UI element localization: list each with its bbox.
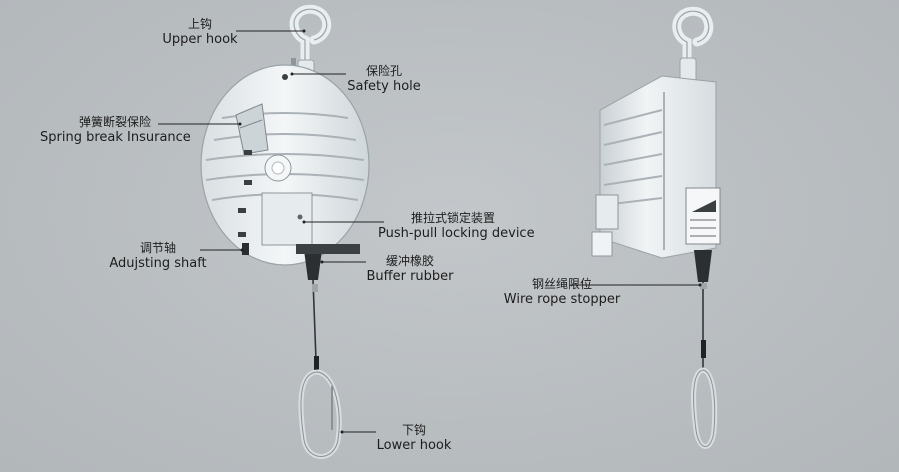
label-upper-hook-cn: 上钩 [187,17,212,31]
wire-rope-front [312,279,317,361]
label-wire-rope-stopper-cn: 钢丝绳限位 [531,277,592,291]
buffer-rubber-side [694,250,712,282]
label-buffer-rubber-en: Buffer rubber [366,269,454,284]
wire-rope-stopper-part [700,283,707,289]
lower-hook-front [298,369,342,459]
front-view-balancer [200,4,370,459]
label-adjusting-shaft-en: Adujsting shaft [109,256,207,271]
spec-plate [685,187,721,245]
label-adjusting-shaft: 调节轴 Adujsting shaft [108,240,208,272]
bolts [238,74,288,237]
buffer-rubber-front [304,250,322,280]
label-spring-break-cn: 弹簧断裂保险 [78,115,151,129]
push-pull-box [261,192,313,246]
lower-hook-side [691,367,718,449]
label-push-pull: 推拉式锁定装置 Push-pull locking device [378,210,535,242]
label-buffer-rubber: 缓冲橡胶 Buffer rubber [364,253,456,285]
label-buffer-rubber-cn: 缓冲橡胶 [385,254,434,268]
label-adjusting-shaft-cn: 调节轴 [139,241,176,255]
side-ribs [603,92,665,250]
label-upper-hook: 上钩 Upper hook [158,16,242,48]
label-push-pull-cn: 推拉式锁定装置 [410,211,495,225]
label-upper-hook-en: Upper hook [162,32,238,47]
label-safety-hole: 保险孔 Safety hole [344,63,424,95]
label-lower-hook-en: Lower hook [376,438,452,453]
label-spring-break-en: Spring break Insurance [40,130,191,145]
label-spring-break: 弹簧断裂保险 Spring break Insurance [40,114,191,146]
label-safety-hole-cn: 保险孔 [365,64,402,78]
label-wire-rope-stopper-en: Wire rope stopper [503,292,621,307]
label-safety-hole-en: Safety hole [347,79,421,94]
upper-hook-side [672,6,714,83]
side-view-balancer [591,6,721,449]
adjusting-shaft-knob [242,243,249,255]
leader-lines [158,30,700,433]
label-lower-hook: 下钩 Lower hook [372,422,456,454]
label-lower-hook-cn: 下钩 [401,423,426,437]
label-push-pull-en: Push-pull locking device [378,226,535,241]
spring-break-plate [235,103,269,155]
label-wire-rope-stopper: 钢丝绳限位 Wire rope stopper [500,276,624,308]
